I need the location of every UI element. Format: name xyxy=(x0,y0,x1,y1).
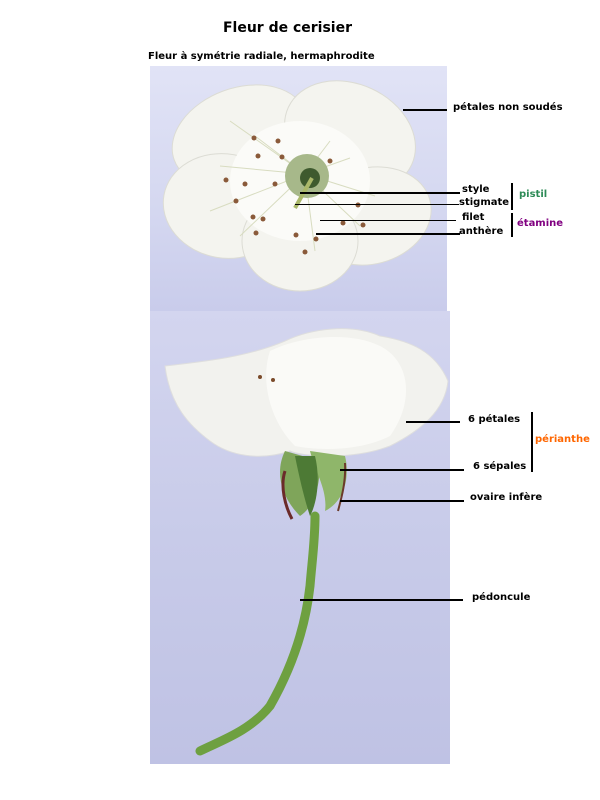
label-ovaire-infere: ovaire infère xyxy=(470,492,543,503)
bracket-pistil xyxy=(511,183,513,210)
label-petales-non-soudes: pétales non soudés xyxy=(453,102,563,113)
flower-side-illustration xyxy=(164,328,449,756)
bracket-etamine xyxy=(511,213,513,237)
page-title: Fleur de cerisier xyxy=(222,20,353,36)
label-six-petales: 6 pétales xyxy=(468,414,521,425)
leader-anthere xyxy=(316,233,460,235)
leader-stigmate xyxy=(295,204,459,205)
label-stigmate: stigmate xyxy=(459,197,510,208)
label-style: style xyxy=(462,184,490,195)
leader-ovaire xyxy=(340,500,464,502)
bracket-perianthe xyxy=(531,412,533,472)
leader-style xyxy=(300,192,460,194)
flower-top-view-photo xyxy=(150,66,447,311)
leader-filet xyxy=(320,220,456,221)
group-label-pistil: pistil xyxy=(519,189,548,200)
leader-six-sepales xyxy=(340,469,464,471)
label-six-sepales: 6 sépales xyxy=(473,461,527,472)
leader-petales xyxy=(403,109,447,111)
leader-six-petales xyxy=(406,421,460,423)
group-label-etamine: étamine xyxy=(517,218,564,229)
label-filet: filet xyxy=(462,212,485,223)
leader-pedoncule xyxy=(300,599,463,601)
group-label-perianthe: périanthe xyxy=(535,434,590,445)
label-anthere: anthère xyxy=(459,226,504,237)
flower-top-illustration xyxy=(162,80,432,292)
label-pedoncule: pédoncule xyxy=(472,592,531,603)
page-subtitle: Fleur à symétrie radiale, hermaphrodite xyxy=(148,51,375,62)
flower-side-view-photo xyxy=(150,311,450,764)
